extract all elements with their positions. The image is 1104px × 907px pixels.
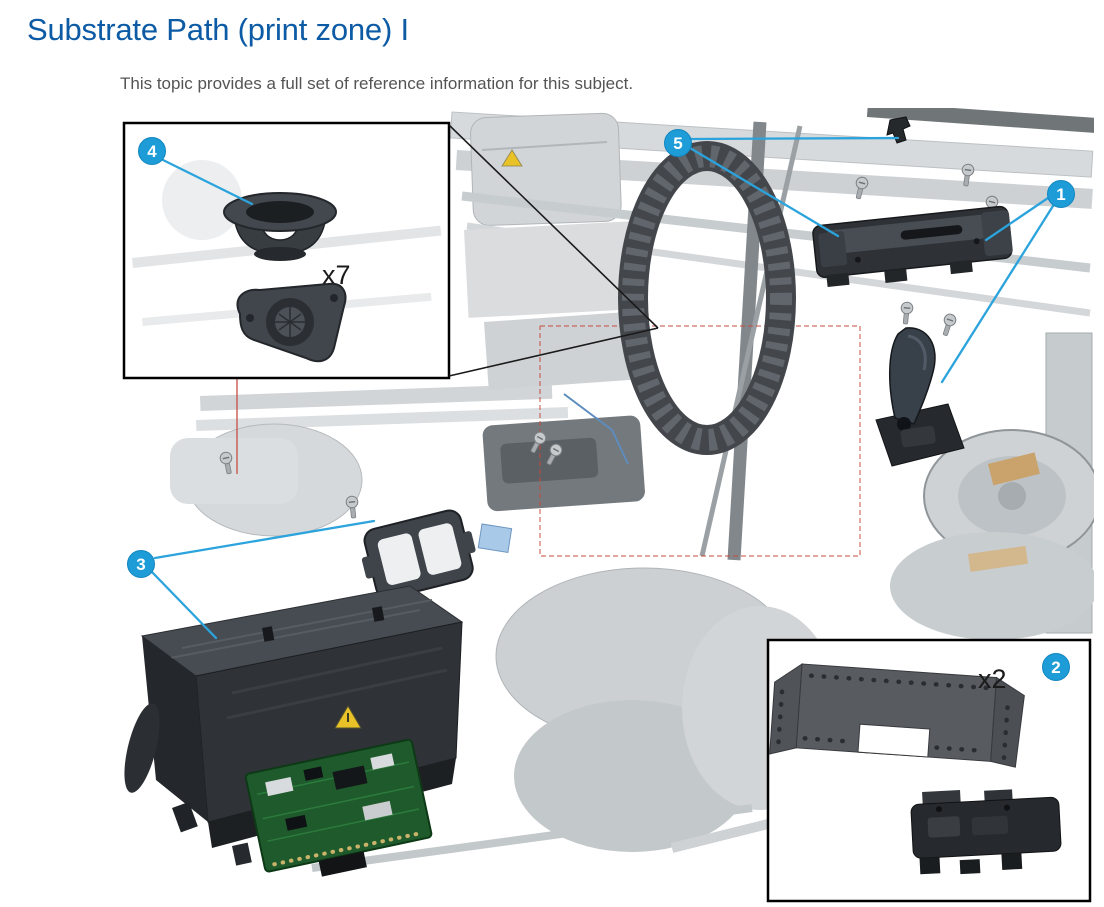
svg-text:4: 4: [147, 142, 157, 161]
callout-3: 3: [127, 550, 155, 578]
callout-4: 4: [138, 137, 166, 165]
gasket-part: [361, 509, 476, 600]
blue-cable: [563, 393, 629, 465]
inset-grommet-detail: x7: [122, 121, 451, 380]
electronics-enclosure-part: [124, 585, 464, 877]
page-title: Substrate Path (print zone) I: [27, 12, 409, 47]
pcb-connector: [318, 851, 367, 877]
svg-text:1: 1: [1056, 185, 1065, 204]
inset-pointer-line: [448, 327, 659, 377]
alignment-lines: [236, 325, 861, 557]
lower-roller: [890, 532, 1094, 640]
exploded-parts-diagram: x7: [112, 108, 1094, 904]
inset-pointer-line: [448, 124, 659, 329]
blue-connector: [477, 523, 513, 553]
svg-text:3: 3: [136, 555, 145, 574]
retaining-clip-part: [886, 116, 911, 144]
top-rail: [866, 108, 1094, 133]
tan-bracket: [988, 452, 1040, 486]
mounting-bracket-part: [812, 205, 1013, 288]
metal-plate-part: [769, 663, 1025, 768]
svg-text:2: 2: [1051, 658, 1060, 677]
page-subtitle: This topic provides a full set of refere…: [120, 74, 634, 93]
callout-1: 1: [1047, 180, 1075, 208]
grommet-side-view: [223, 192, 337, 261]
mount-bracket-part: [910, 789, 1062, 875]
grommet-top-view: [236, 282, 347, 363]
inset-plate-detail: x2: [766, 638, 1092, 903]
latch-lever-part: [875, 327, 965, 467]
quantity-label-x2: x2: [978, 664, 1007, 694]
callout-2: 2: [1042, 653, 1070, 681]
callout-5: 5: [664, 129, 692, 157]
pcb-board: [244, 738, 433, 877]
screw-icon: [898, 300, 915, 326]
svg-text:5: 5: [673, 134, 682, 153]
leader-lines: [148, 136, 1055, 640]
screw-icon: [938, 311, 959, 338]
cable-chain: [618, 141, 796, 455]
warning-triangle-icon: [501, 149, 523, 167]
